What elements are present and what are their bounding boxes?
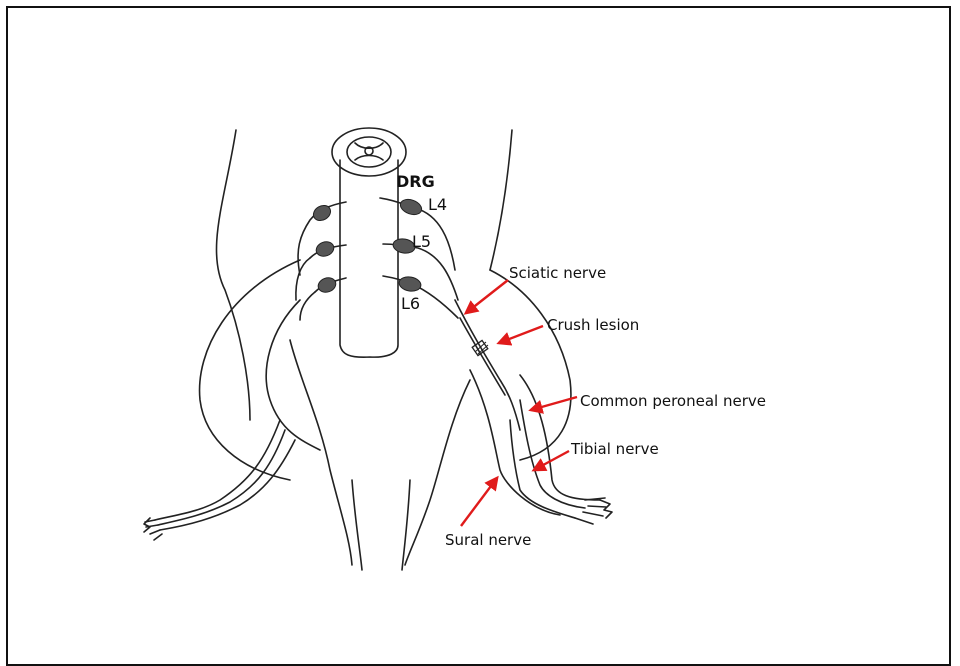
cord-section: [332, 128, 406, 176]
left-haunch-inner: [266, 300, 320, 450]
body-outline-left: [216, 130, 250, 420]
sciatic-nerve-label: Sciatic nerve: [509, 266, 606, 281]
drg-right-l6: [398, 275, 422, 293]
l4-label: L4: [428, 197, 447, 213]
right-haunch: [490, 270, 571, 460]
tail-left: [352, 480, 362, 570]
drg-left-l6: [316, 275, 338, 294]
pelvis-left: [290, 340, 352, 565]
left-toes: [144, 518, 162, 540]
left-leg-outer: [155, 420, 280, 520]
body-outline-right: [490, 130, 512, 270]
tibial-nerve-label: Tibial nerve: [571, 442, 659, 457]
spinal-cord: [340, 160, 398, 357]
left-haunch: [200, 260, 300, 480]
common-peroneal-label: Common peroneal nerve: [580, 394, 766, 409]
drg-right-l4: [398, 197, 423, 218]
arrow-crush: [499, 326, 543, 343]
l6-label: L6: [401, 296, 420, 312]
arrow-tibial: [534, 451, 569, 470]
arrow-sural: [461, 478, 497, 526]
crush-lesion-label: Crush lesion: [547, 318, 639, 333]
drg-left-l5: [314, 239, 336, 258]
right-toes: [575, 498, 612, 524]
drg-label: DRG: [396, 174, 435, 190]
arrow-sciatic: [466, 280, 508, 313]
right-root-l5: [383, 244, 458, 300]
sural-nerve-label: Sural nerve: [445, 533, 531, 548]
l5-label: L5: [412, 234, 431, 250]
